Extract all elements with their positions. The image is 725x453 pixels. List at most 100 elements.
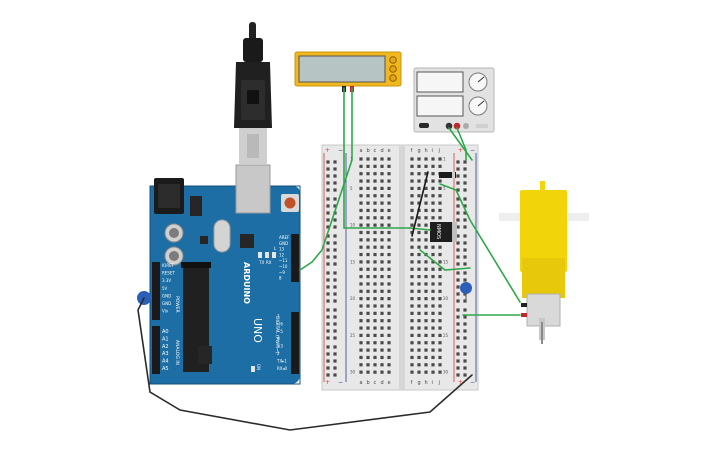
breadboard-hole[interactable]	[373, 297, 377, 301]
breadboard-hole[interactable]	[424, 267, 428, 271]
breadboard-hole[interactable]	[431, 289, 435, 293]
breadboard-hole[interactable]	[326, 181, 330, 185]
breadboard-hole[interactable]	[366, 355, 370, 360]
breadboard-hole[interactable]	[326, 262, 330, 266]
breadboard-hole[interactable]	[431, 370, 435, 374]
breadboard-hole[interactable]	[431, 216, 435, 220]
breadboard-hole[interactable]	[366, 186, 370, 190]
breadboard-hole[interactable]	[463, 218, 467, 222]
breadboard-hole[interactable]	[359, 333, 363, 337]
breadboard-hole[interactable]	[438, 348, 442, 352]
breadboard-hole[interactable]	[366, 326, 370, 330]
breadboard-hole[interactable]	[417, 157, 421, 161]
breadboard-hole[interactable]	[366, 341, 370, 345]
breadboard-hole[interactable]	[359, 260, 363, 264]
breadboard-hole[interactable]	[333, 352, 337, 356]
breadboard-hole[interactable]	[380, 194, 384, 198]
breadboard-hole[interactable]	[366, 311, 370, 315]
breadboard-hole[interactable]	[373, 194, 377, 198]
supply-power-switch[interactable]	[419, 123, 429, 128]
breadboard-hole[interactable]	[463, 336, 467, 340]
breadboard-hole[interactable]	[410, 275, 414, 279]
supply-positive-terminal[interactable]	[453, 122, 461, 130]
breadboard-hole[interactable]	[456, 271, 460, 275]
breadboard-hole[interactable]	[359, 311, 363, 315]
breadboard-hole[interactable]	[438, 289, 442, 293]
breadboard-hole[interactable]	[373, 223, 377, 227]
breadboard-hole[interactable]	[417, 179, 421, 183]
breadboard-hole[interactable]	[438, 201, 442, 205]
breadboard-hole[interactable]	[387, 179, 391, 183]
breadboard-hole[interactable]	[326, 359, 330, 363]
breadboard-hole[interactable]	[359, 201, 363, 205]
breadboard-hole[interactable]	[387, 252, 391, 257]
breadboard-hole[interactable]	[456, 366, 460, 370]
breadboard-hole[interactable]	[456, 315, 460, 319]
breadboard-hole[interactable]	[463, 174, 467, 178]
breadboard-hole[interactable]	[333, 174, 337, 178]
breadboard-hole[interactable]	[424, 245, 428, 249]
usb-cable[interactable]	[234, 22, 272, 164]
breadboard-hole[interactable]	[424, 326, 428, 330]
breadboard-hole[interactable]	[424, 282, 428, 286]
breadboard-hole[interactable]	[326, 299, 330, 303]
breadboard-hole[interactable]	[387, 348, 391, 352]
breadboard-hole[interactable]	[366, 289, 370, 293]
breadboard-hole[interactable]	[431, 172, 435, 176]
breadboard-hole[interactable]	[456, 262, 460, 266]
breadboard-hole[interactable]	[431, 319, 435, 323]
breadboard-hole[interactable]	[431, 252, 435, 257]
breadboard-hole[interactable]	[333, 315, 337, 319]
breadboard-hole[interactable]	[333, 181, 337, 185]
breadboard-hole[interactable]	[359, 319, 363, 323]
breadboard-hole[interactable]	[438, 363, 442, 367]
breadboard-hole[interactable]	[387, 157, 391, 161]
breadboard-hole[interactable]	[438, 164, 442, 168]
breadboard-hole[interactable]	[417, 363, 421, 367]
breadboard-hole[interactable]	[438, 304, 442, 308]
breadboard-hole[interactable]	[387, 172, 391, 176]
breadboard-hole[interactable]	[359, 238, 363, 242]
breadboard-hole[interactable]	[438, 311, 442, 315]
breadboard-hole[interactable]	[326, 315, 330, 319]
breadboard-hole[interactable]	[438, 319, 442, 323]
wire-lcd-vcc[interactable]	[299, 87, 353, 271]
breadboard-hole[interactable]	[410, 370, 414, 374]
breadboard-hole[interactable]	[373, 319, 377, 323]
breadboard-hole[interactable]	[424, 216, 428, 220]
breadboard-hole[interactable]	[326, 285, 330, 289]
breadboard-hole[interactable]	[387, 363, 391, 367]
breadboard-hole[interactable]	[366, 238, 370, 242]
breadboard-hole[interactable]	[373, 208, 377, 213]
breadboard-hole[interactable]	[366, 304, 370, 308]
breadboard-hole[interactable]	[417, 282, 421, 286]
breadboard-hole[interactable]	[380, 326, 384, 330]
breadboard-hole[interactable]	[326, 174, 330, 178]
breadboard-hole[interactable]	[326, 188, 330, 192]
wire-ground-return[interactable]	[137, 297, 473, 431]
breadboard-hole[interactable]	[463, 345, 467, 349]
breadboard-hole[interactable]	[326, 336, 330, 340]
breadboard-hole[interactable]	[380, 311, 384, 315]
breadboard-hole[interactable]	[431, 201, 435, 205]
breadboard-hole[interactable]	[380, 238, 384, 242]
breadboard-hole[interactable]	[438, 252, 442, 257]
breadboard-hole[interactable]	[333, 359, 337, 363]
breadboard-hole[interactable]	[438, 267, 442, 271]
lcd-display[interactable]	[294, 51, 402, 92]
breadboard-hole[interactable]	[380, 363, 384, 367]
breadboard-hole[interactable]	[366, 179, 370, 183]
breadboard-hole[interactable]	[417, 311, 421, 315]
breadboard-hole[interactable]	[387, 216, 391, 220]
breadboard-hole[interactable]	[359, 289, 363, 293]
breadboard-hole[interactable]	[424, 319, 428, 323]
breadboard-hole[interactable]	[333, 204, 337, 208]
breadboard-hole[interactable]	[456, 248, 460, 252]
breadboard-hole[interactable]	[417, 172, 421, 176]
breadboard-hole[interactable]	[431, 304, 435, 308]
breadboard-hole[interactable]	[431, 179, 435, 183]
breadboard-hole[interactable]	[417, 238, 421, 242]
breadboard-hole[interactable]	[417, 186, 421, 190]
